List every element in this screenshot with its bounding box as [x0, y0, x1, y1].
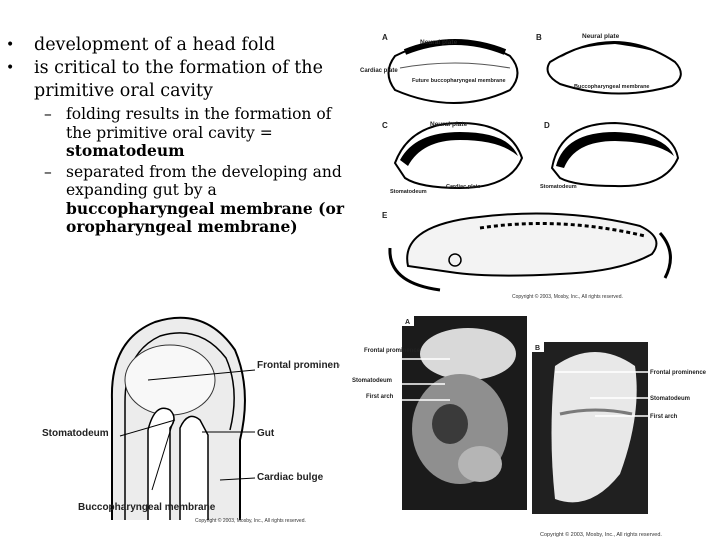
- label-cardiac-plate: Cardiac plate: [360, 68, 398, 74]
- label-gut: Gut: [257, 428, 275, 439]
- sagittal-section-diagram: Frontal prominence Stomatodeum Gut Cardi…: [42, 316, 340, 524]
- sub-bullet-item: –folding results in the formation of the…: [44, 105, 332, 160]
- panel-label-e: E: [382, 211, 388, 220]
- bullet-list: •development of a head fold •is critical…: [6, 34, 351, 237]
- folding-diagram: A Neural plate Cardiac plate Future bucc…: [360, 33, 682, 300]
- label-future-bp-membrane: Future buccopharyngeal membrane: [412, 78, 506, 84]
- sub-bullet-item: –separated from the developing and expan…: [44, 162, 345, 236]
- panel-label-b: B: [536, 33, 542, 42]
- label-stomatodeum-a: Stomatodeum: [352, 378, 392, 384]
- label-frontal-a: Frontal prominence: [364, 348, 421, 354]
- panel-label-d: D: [544, 121, 550, 130]
- label-neural-plate-c: Neural plate: [430, 121, 468, 128]
- bullet-item: •development of a head fold: [6, 35, 276, 55]
- label-stomatodeum-d: Stomatodeum: [540, 184, 577, 190]
- panel-label-b: B: [535, 345, 540, 352]
- label-frontal-prominence: Frontal prominence: [257, 360, 340, 371]
- sem-photos: A B Frontal prominence Stomatodeum First…: [352, 316, 707, 538]
- panel-label-a: A: [405, 319, 410, 326]
- panel-label-a: A: [382, 33, 388, 42]
- copyright-left: Copyright © 2003, Mosby, Inc., All right…: [195, 517, 306, 524]
- panel-label-c: C: [382, 121, 388, 130]
- label-first-arch-a: First arch: [366, 394, 394, 400]
- label-first-arch-b: First arch: [650, 414, 678, 420]
- label-bp-membrane: Buccopharyngeal membrane: [78, 502, 216, 513]
- copyright-top: Copyright © 2003, Mosby, Inc., All right…: [512, 293, 623, 300]
- label-stomatodeum-c: Stomatodeum: [390, 189, 427, 195]
- label-frontal-b: Frontal prominence: [650, 370, 707, 376]
- label-neural-plate-b: Neural plate: [582, 33, 620, 40]
- label-cardiac-plate-c: Cardiac plate: [446, 184, 481, 190]
- label-stomatodeum: Stomatodeum: [42, 428, 109, 439]
- label-stomatodeum-b: Stomatodeum: [650, 396, 690, 402]
- label-neural-plate-a: Neural plate: [420, 39, 458, 46]
- label-cardiac-bulge: Cardiac bulge: [257, 472, 324, 483]
- bullet-item: •is critical to the formation of the pri…: [6, 58, 323, 101]
- copyright-right: Copyright © 2003, Mosby, Inc., All right…: [540, 531, 662, 538]
- label-bp-membrane: Buccopharyngeal membrane: [574, 84, 650, 90]
